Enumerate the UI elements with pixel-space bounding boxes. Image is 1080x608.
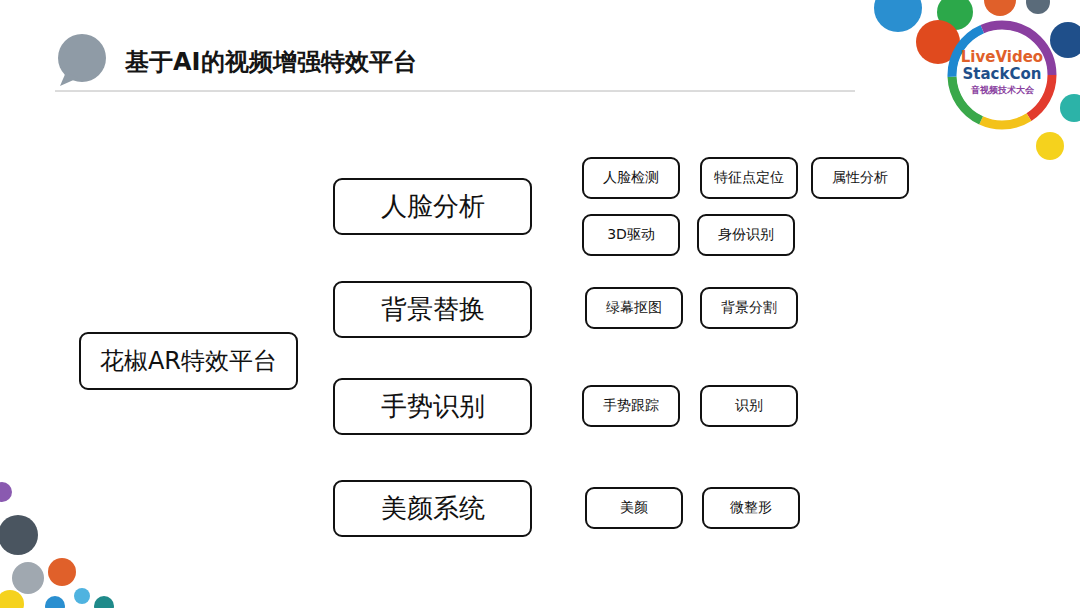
dot	[1026, 0, 1050, 14]
dot	[874, 0, 922, 32]
dot	[1036, 132, 1064, 160]
logo-ring	[952, 25, 1052, 125]
title-rule	[55, 91, 855, 92]
module-box: 手势识别	[333, 378, 532, 435]
feature-box: 身份识别	[697, 214, 795, 256]
feature-box: 属性分析	[811, 157, 909, 199]
node-label: 特征点定位	[714, 169, 784, 187]
node-label: 花椒AR特效平台	[100, 345, 277, 377]
node-label: 微整形	[730, 499, 772, 517]
node-label: 属性分析	[832, 169, 888, 187]
logo-ring	[952, 25, 1052, 125]
node-label: 识别	[735, 397, 763, 415]
feature-box: 识别	[700, 385, 798, 427]
module-box: 背景替换	[333, 281, 532, 338]
dot	[1060, 94, 1080, 122]
node-label: 绿幕抠图	[606, 299, 662, 317]
node-label: 手势识别	[381, 389, 485, 424]
node-label: 手势跟踪	[603, 397, 659, 415]
logo-text: LiveVideo	[961, 50, 1043, 65]
node-label: 背景分割	[721, 299, 777, 317]
node-label: 美颜系统	[381, 491, 485, 526]
feature-box: 微整形	[702, 487, 800, 529]
node-label: 身份识别	[718, 226, 774, 244]
dot	[0, 515, 38, 555]
logo-ring	[952, 25, 1052, 125]
dot	[48, 558, 76, 586]
feature-box: 特征点定位	[700, 157, 798, 199]
feature-box: 手势跟踪	[582, 385, 680, 427]
dot	[45, 596, 65, 608]
dot	[94, 596, 114, 608]
dot	[0, 482, 12, 502]
logo-text: 音视频技术大会	[971, 86, 1034, 95]
node-label: 美颜	[620, 499, 648, 517]
title-bubble-tail	[60, 72, 78, 86]
node-label: 背景替换	[381, 292, 485, 327]
feature-box: 美颜	[585, 487, 683, 529]
slide-title: 基于AI的视频增强特效平台	[125, 46, 417, 78]
dot	[984, 0, 1016, 16]
dot	[12, 562, 44, 594]
feature-box: 绿幕抠图	[585, 287, 683, 329]
logo-face	[957, 30, 1047, 120]
platform-box: 花椒AR特效平台	[79, 332, 298, 390]
logo-ring	[952, 25, 1052, 125]
dot	[1050, 22, 1080, 58]
feature-box: 3D驱动	[582, 214, 680, 256]
logo-ring	[952, 25, 1052, 125]
module-box: 美颜系统	[333, 480, 532, 537]
feature-box: 背景分割	[700, 287, 798, 329]
dot	[74, 588, 90, 604]
node-label: 3D驱动	[607, 226, 655, 244]
module-box: 人脸分析	[333, 178, 532, 235]
node-label: 人脸分析	[381, 189, 485, 224]
feature-box: 人脸检测	[582, 157, 680, 199]
logo-text: StackCon	[963, 67, 1042, 82]
dot	[0, 590, 24, 608]
node-label: 人脸检测	[603, 169, 659, 187]
